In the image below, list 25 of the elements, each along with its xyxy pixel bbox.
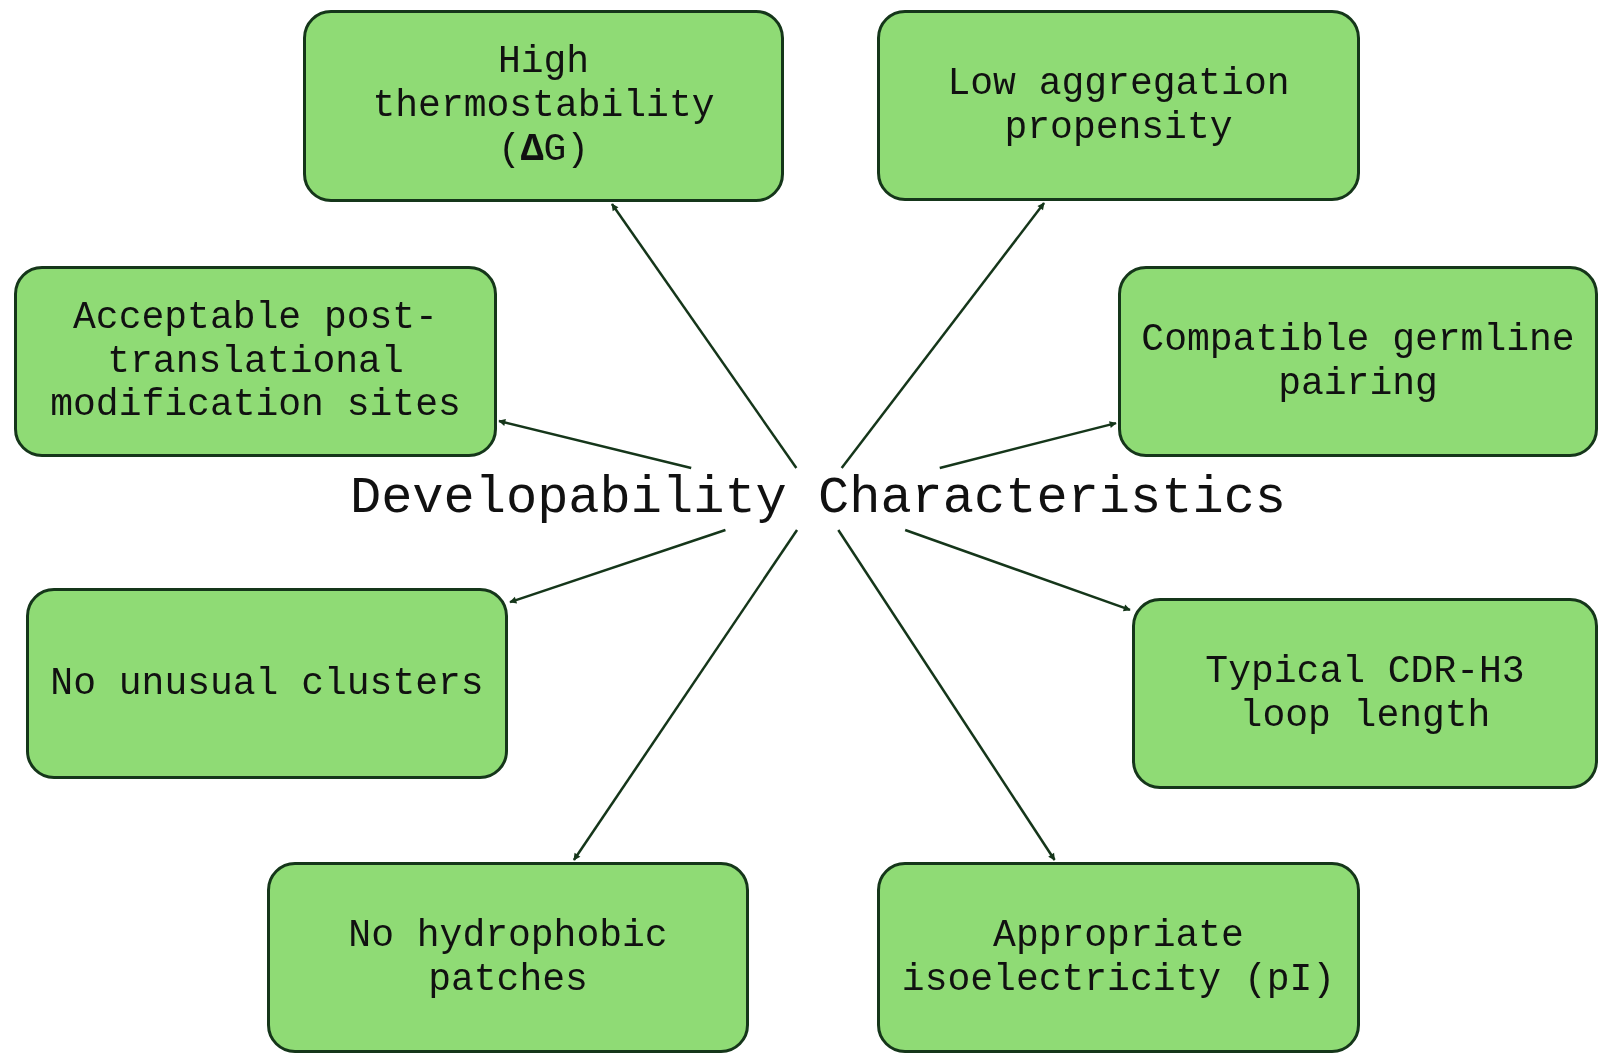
central-title: Developability Characteristics bbox=[349, 470, 1287, 528]
arrow bbox=[509, 528, 726, 604]
box-label: No hydrophobic patches bbox=[347, 913, 669, 1002]
box-label: Acceptable post-translational modification sites bbox=[49, 295, 462, 428]
arrow bbox=[840, 202, 1046, 469]
rounded-box bbox=[1118, 266, 1598, 457]
rounded-box bbox=[1132, 598, 1598, 789]
rounded-box bbox=[267, 862, 749, 1053]
rounded-box bbox=[877, 10, 1360, 201]
box-label: High thermostability (ΔG) bbox=[371, 40, 716, 172]
rounded-box bbox=[26, 588, 508, 779]
arrow bbox=[610, 203, 798, 469]
arrow bbox=[837, 529, 1056, 861]
box-label: Typical CDR-H3 loop length bbox=[1204, 649, 1526, 738]
rounded-box bbox=[877, 862, 1360, 1053]
box-label: No unusual clusters bbox=[50, 661, 484, 706]
rounded-box bbox=[303, 10, 784, 202]
box-label: Low aggregation propensity bbox=[946, 61, 1291, 150]
arrow bbox=[939, 421, 1117, 470]
arrow bbox=[904, 528, 1131, 612]
arrow bbox=[572, 529, 799, 861]
box-label: Appropriate isoelectricity (pI) bbox=[900, 913, 1337, 1002]
rounded-box bbox=[14, 266, 497, 457]
arrow bbox=[498, 419, 692, 470]
box-label: Compatible germline pairing bbox=[1140, 317, 1576, 406]
